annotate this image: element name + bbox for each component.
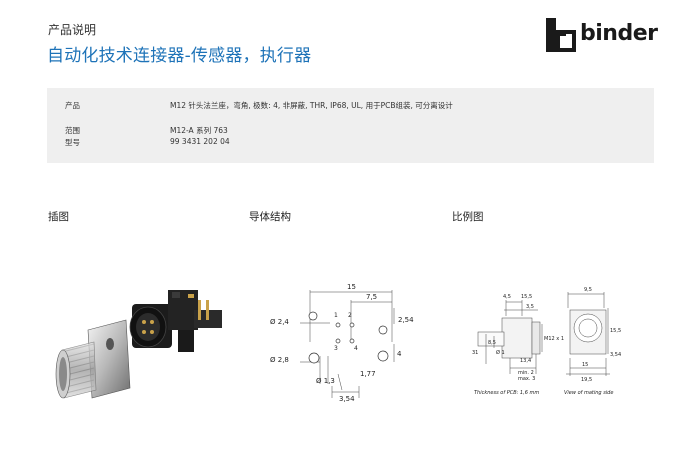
sd-dim-8-5: 8,5 xyxy=(488,340,496,346)
sd-dim-15-5: 15,5 xyxy=(521,294,532,300)
pin-label-4: 4 xyxy=(354,345,358,352)
dim-1-77: 1,77 xyxy=(360,370,376,378)
binder-logo-icon xyxy=(546,18,576,52)
dim-dia-1-3: Ø 1,3 xyxy=(316,377,335,385)
sd-dim-31: 31 xyxy=(472,350,478,356)
product-illustration xyxy=(55,290,222,399)
dim-2-54: 2,54 xyxy=(398,316,414,324)
sd-dim-9-5: 9,5 xyxy=(584,287,592,293)
scale-drawing: 4,5 15,5 3,5 M12 x 1 Ø 1 31 8,5 13,4 min… xyxy=(472,287,621,396)
info-label-product: 产品 xyxy=(65,101,80,110)
sd-dim-min2: min. 2 xyxy=(518,370,534,376)
sd-dim-max3: max. 3 xyxy=(518,376,535,382)
logo-text: binder xyxy=(580,21,658,46)
binder-logo: binder xyxy=(546,18,658,54)
flange-connector xyxy=(55,319,131,399)
pin-holes xyxy=(308,311,389,364)
dim-7-5: 7,5 xyxy=(366,293,377,301)
section-title-conductor: 导体结构 xyxy=(249,211,291,223)
sd-dim-3-54: 3,54 xyxy=(610,352,621,358)
info-label-range: 范围 xyxy=(65,126,80,135)
sd-dim-m12: M12 x 1 xyxy=(544,336,564,342)
section-title-drawing: 比例图 xyxy=(452,211,484,223)
pin-label-1: 1 xyxy=(334,312,338,319)
dim-3-54: 3,54 xyxy=(339,395,355,403)
page-title: 自动化技术连接器-传感器，执行器 xyxy=(47,46,312,66)
sd-dim-13-4: 13,4 xyxy=(520,358,531,364)
dim-4: 4 xyxy=(397,350,402,358)
sd-dim-3-5: 3,5 xyxy=(526,304,534,310)
sd-note-pcb: Thickness of PCB: 1,6 mm xyxy=(474,390,539,396)
info-value-product: M12 针头法兰座，弯角, 极数: 4, 非屏蔽, THR, IP68, UL,… xyxy=(170,101,453,110)
dim-dia-2-8: Ø 2,8 xyxy=(270,356,289,364)
pin-label-3: 3 xyxy=(334,345,338,352)
sd-dim-dia-1: Ø 1 xyxy=(496,349,505,356)
sd-note-view: View of mating side xyxy=(564,390,613,396)
angled-housing xyxy=(129,290,222,352)
sd-dim-19-5: 19,5 xyxy=(581,377,592,383)
sd-dim-4-5: 4,5 xyxy=(503,294,511,300)
product-info-box: 产品 M12 针头法兰座，弯角, 极数: 4, 非屏蔽, THR, IP68, … xyxy=(47,88,654,163)
pin-label-2: 2 xyxy=(348,312,352,319)
info-label-model: 型号 xyxy=(65,138,80,147)
sd-dim-15-5b: 15,5 xyxy=(610,328,621,334)
sd-dim-15: 15 xyxy=(582,362,588,368)
section-title-illustration: 插图 xyxy=(48,211,69,223)
dim-dia-2-4: Ø 2,4 xyxy=(270,318,289,326)
info-value-model: 99 3431 202 04 xyxy=(170,137,230,146)
doc-type-label: 产品说明 xyxy=(48,23,97,37)
info-value-range: M12-A 系列 763 xyxy=(170,126,228,135)
dim-15: 15 xyxy=(347,283,356,291)
conductor-diagram: 15 7,5 2,54 Ø 2,4 Ø 2,8 Ø 1,3 1,77 3,54 … xyxy=(270,283,414,403)
